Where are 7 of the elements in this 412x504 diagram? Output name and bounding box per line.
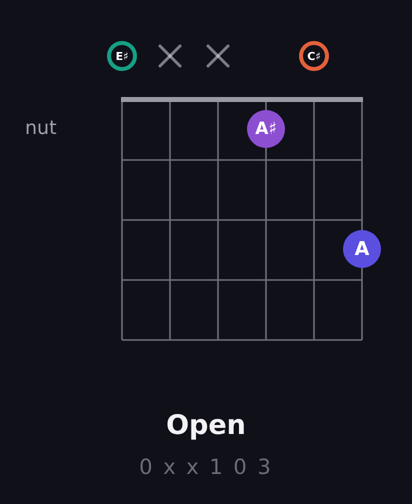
nut-label: nut — [25, 117, 57, 139]
open-string-ring: C♯ — [299, 41, 329, 71]
open-string-ring: E♯ — [107, 41, 137, 71]
chord-name: Open — [165, 410, 247, 441]
note-dot: A — [343, 230, 381, 268]
note-dot: A♯ — [247, 110, 285, 148]
fingering-code: 0 x x 1 0 3 — [138, 455, 274, 479]
